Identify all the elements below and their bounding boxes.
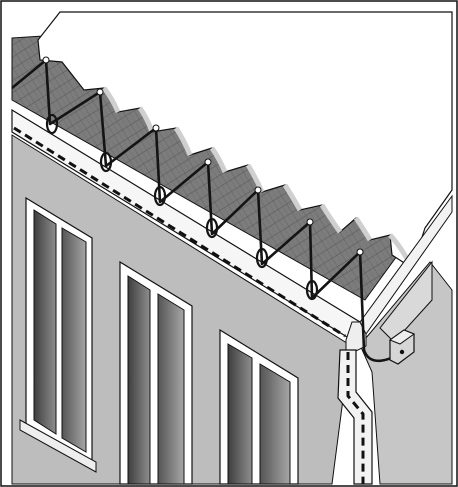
window-middle [119, 260, 193, 485]
roof-clip-points [42, 56, 364, 256]
junction-box [388, 329, 416, 365]
window-right [219, 328, 299, 485]
gutter-heat-cable [13, 126, 346, 338]
downspout-heat-cable [346, 352, 365, 484]
window-left [19, 196, 97, 473]
cable-clips [45, 113, 319, 301]
snow-shadow [102, 86, 415, 270]
gable-overhang [379, 260, 433, 343]
gable-wall [359, 261, 453, 485]
